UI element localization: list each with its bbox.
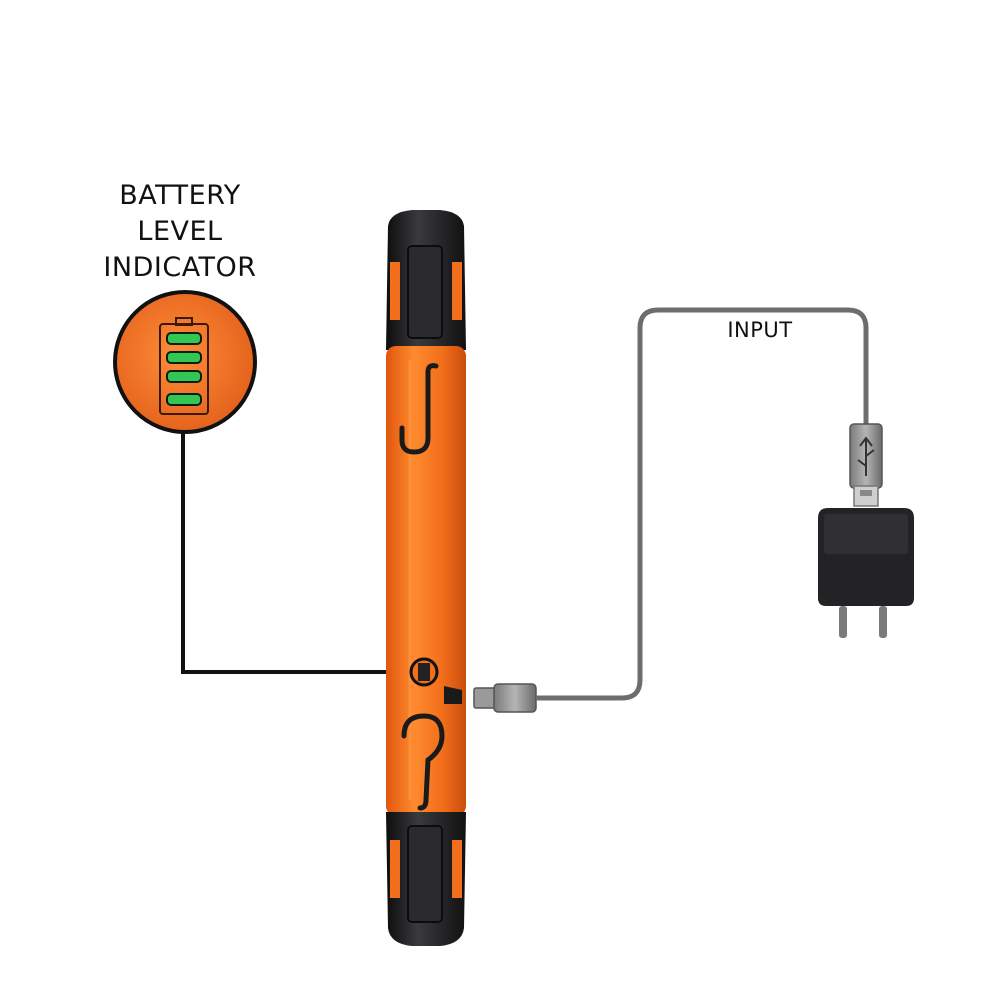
battery-icon xyxy=(159,317,209,415)
battery-label-line-2: LEVEL xyxy=(137,216,223,247)
input-label: INPUT xyxy=(727,318,793,342)
charging-port xyxy=(444,686,462,704)
battery-level-indicator-label: BATTERY LEVEL INDICATOR xyxy=(80,178,280,286)
battery-led-bar xyxy=(166,393,202,406)
micro-usb-plug xyxy=(473,683,537,713)
indicator-connector-line xyxy=(181,432,412,674)
battery-indicator-zoom xyxy=(113,290,257,434)
hook-icon xyxy=(401,713,445,811)
battery-label-line-3: INDICATOR xyxy=(103,252,257,283)
power-adapter-icon xyxy=(818,508,914,638)
work-light xyxy=(386,210,466,946)
battery-led-bar xyxy=(166,351,202,364)
usb-icon xyxy=(849,423,883,507)
hook-icon xyxy=(399,363,439,455)
battery-label-line-1: BATTERY xyxy=(119,180,241,211)
battery-led-bar xyxy=(166,370,202,383)
charging-cable xyxy=(536,307,869,701)
battery-led-bar xyxy=(166,332,202,345)
